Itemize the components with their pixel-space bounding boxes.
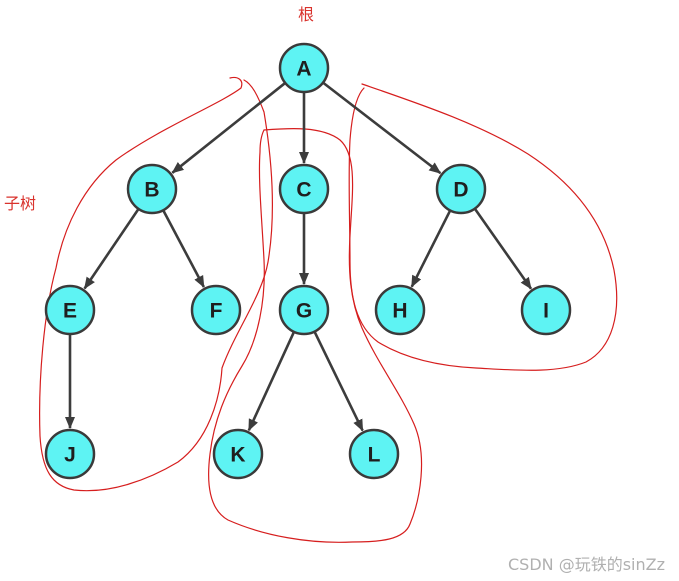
edge-a-d: [322, 81, 442, 175]
node-label: F: [210, 300, 223, 323]
tree-node-d: D: [435, 163, 487, 215]
node-label: C: [296, 179, 311, 202]
nodes-layer: A B C D E F G H I J K L: [44, 42, 572, 480]
tree-node-c: C: [278, 163, 330, 215]
node-circle: [278, 163, 330, 215]
edge-g-l: [313, 331, 364, 432]
node-label: D: [453, 179, 468, 202]
edge-b-f: [162, 209, 205, 288]
edge-g-k: [247, 331, 296, 432]
tree-node-h: H: [374, 284, 426, 336]
node-label: H: [392, 300, 407, 323]
tree-node-g: G: [278, 284, 330, 336]
node-circle: [44, 428, 96, 480]
node-circle: [374, 284, 426, 336]
tree-node-j: J: [44, 428, 96, 480]
tree-node-k: K: [212, 428, 264, 480]
tree-node-l: L: [348, 428, 400, 480]
tree-node-f: F: [190, 284, 242, 336]
node-label: L: [368, 444, 381, 467]
node-circle: [212, 428, 264, 480]
subtree-outline-d: [348, 83, 618, 371]
node-circle: [278, 42, 330, 94]
tree-node-a: A: [278, 42, 330, 94]
tree-node-b: B: [126, 163, 178, 215]
node-circle: [190, 284, 242, 336]
node-label: I: [543, 300, 549, 323]
edges-layer: [65, 81, 533, 432]
node-circle: [520, 284, 572, 336]
edge-d-i: [473, 207, 533, 290]
node-label: G: [296, 300, 312, 323]
node-label: B: [144, 179, 159, 202]
node-circle: [348, 428, 400, 480]
root-annotation: 根: [298, 5, 315, 24]
tree-node-i: I: [520, 284, 572, 336]
edge-d-h: [410, 209, 452, 288]
edge-a-b: [171, 81, 287, 174]
subtree-outlines: [39, 76, 618, 543]
node-circle: [435, 163, 487, 215]
tree-node-e: E: [44, 284, 96, 336]
node-circle: [126, 163, 178, 215]
subtree-annotation: 子树: [4, 194, 37, 213]
node-label: E: [63, 300, 77, 323]
node-label: K: [230, 444, 245, 467]
node-circle: [278, 284, 330, 336]
subtree-outline-b: [39, 76, 273, 492]
node-label: A: [296, 58, 311, 81]
node-label: J: [64, 444, 76, 467]
edge-b-e: [83, 208, 140, 290]
node-circle: [44, 284, 96, 336]
watermark: CSDN @玩铁的sinZz: [508, 555, 665, 574]
